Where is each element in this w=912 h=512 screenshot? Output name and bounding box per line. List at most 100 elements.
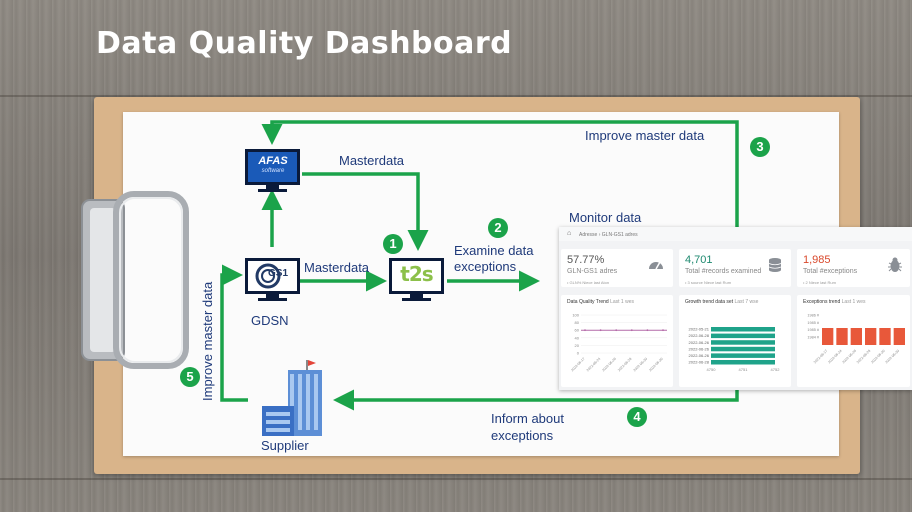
growth-bar xyxy=(711,340,775,345)
y-tick-label: 60 xyxy=(575,328,580,333)
step-badge-3: 3 xyxy=(750,137,770,157)
y-tick-label: 40 xyxy=(575,335,580,340)
chart-card-quality-trend: Data Quality Trend Last 1 wes 100 80 60 40 2… xyxy=(561,295,673,387)
t2s-monitor-icon xyxy=(389,258,444,301)
label-masterdata-mid: Masterdata xyxy=(304,260,370,275)
y-tick-label: 0 xyxy=(577,351,580,356)
page-title: Data Quality Dashboard xyxy=(96,26,513,61)
afas-logo-sub: software xyxy=(261,168,285,174)
exception-bar xyxy=(893,328,905,345)
afas-logo: AFAS xyxy=(258,155,288,167)
trend-point xyxy=(630,329,633,332)
kpi-card: 4,701 Total #records examined • 3 source… xyxy=(679,249,791,287)
step-badge-5: 5 xyxy=(180,367,200,387)
wood-plank-line xyxy=(0,478,912,480)
growth-bar xyxy=(711,333,775,339)
chart-title: Data Quality Trend Last 1 wes xyxy=(567,299,634,305)
chart-title: Growth trend data set Last 7 wse xyxy=(685,299,759,305)
breadcrumb: Adresse › GLN-GS1 adres xyxy=(579,232,638,238)
x-tick-label: 2022-06-30 xyxy=(648,357,664,373)
x-tick-label: 2022-06-26 xyxy=(601,357,617,373)
kpi-label: Total #exceptions xyxy=(803,268,858,275)
x-tick-label: 2022-06-24 xyxy=(827,349,843,365)
x-tick-label: 2022-06-28 xyxy=(856,349,872,365)
y-tick-label: 1986 # xyxy=(807,314,820,318)
step-badge-4: 4 xyxy=(627,407,647,427)
x-tick-label: 2022-06-24 xyxy=(586,357,602,373)
gs1-logo: GS1 xyxy=(268,268,289,279)
exceptions-trend-chart: 1986 #1985 #1985 #1984 #2022-06-172022-0… xyxy=(807,314,905,365)
label-monitor-data: Monitor data xyxy=(569,210,642,225)
kpi-card: 57.77% GLN-GS1 adres • GLN% Niece last A… xyxy=(561,249,673,287)
chart-card-exceptions-trend: Exceptions trend Last 1 wes 1986 # 1985 #… xyxy=(797,295,910,387)
kpi-value: 1,985 xyxy=(803,254,831,266)
label-examine-exceptions: exceptions xyxy=(454,259,517,274)
label-improve-master-data-top: Improve master data xyxy=(585,128,705,143)
t2s-logo: t2s xyxy=(400,262,433,286)
trend-point xyxy=(599,329,602,332)
exception-bar xyxy=(865,328,877,345)
bug-icon xyxy=(888,257,902,272)
growth-bar xyxy=(711,346,775,352)
y-tick-label: 100 xyxy=(572,313,579,318)
label-examine-data: Examine data xyxy=(454,243,534,258)
chart-card-growth-trend: Growth trend data set Last 7 wse 2022-05… xyxy=(679,295,791,387)
y-tick-label: 20 xyxy=(575,343,580,348)
growth-bar xyxy=(711,327,775,332)
kpi-card: 1,985 Total #exceptions • 2 Niece last R… xyxy=(797,249,910,287)
clipboard-clip-icon xyxy=(81,191,189,369)
database-icon xyxy=(768,258,782,272)
row-label: 2022-06-26 xyxy=(689,346,710,351)
gauge-icon xyxy=(649,261,663,270)
kpi-label: GLN-GS1 adres xyxy=(567,268,618,275)
growth-trend-chart: 2022-05-212022-06-282022-06-262022-06-26… xyxy=(689,327,781,372)
row-label: 2022-06-28 xyxy=(689,360,710,365)
exception-bar xyxy=(836,328,848,345)
gs1-monitor-icon xyxy=(245,258,300,301)
x-tick-label: 2022-06-17 xyxy=(570,357,586,373)
label-supplier: Supplier xyxy=(261,438,309,453)
y-tick-label: 80 xyxy=(575,320,580,325)
row-label: 2022-06-26 xyxy=(689,353,710,358)
supplier-building-icon xyxy=(262,360,322,436)
x-tick-label: 2022-06-30 xyxy=(870,349,886,365)
x-tick-label: 4750 xyxy=(707,367,717,372)
dashboard-screenshot: ⌂ Adresse › GLN-GS1 adres 57.77% GLN-GS1… xyxy=(559,227,912,390)
exception-bar xyxy=(879,328,891,345)
y-tick-label: 1985 # xyxy=(807,321,820,325)
kpi-label: Total #records examined xyxy=(685,268,762,275)
x-tick-label: 2022-06-28 xyxy=(617,357,633,373)
trend-point xyxy=(662,329,664,332)
kpi-footer: • 3 source Niece last Rum xyxy=(685,280,732,285)
x-tick-label: 2022-06-30 xyxy=(885,349,901,365)
trend-point xyxy=(646,329,649,332)
x-tick-label: 2022-06-17 xyxy=(813,349,829,365)
step-badge-1: 1 xyxy=(383,234,403,254)
label-gdsn: GDSN xyxy=(251,313,289,328)
step-badge-2: 2 xyxy=(488,218,508,238)
kpi-footer: • GLN% Niece last Aton xyxy=(567,280,610,285)
exception-bar xyxy=(822,328,834,345)
kpi-value: 57.77% xyxy=(567,254,605,266)
label-masterdata-top: Masterdata xyxy=(339,153,405,168)
kpi-footer: • 2 Niece last Rum xyxy=(803,280,836,285)
trend-point xyxy=(584,329,586,332)
row-label: 2022-06-28 xyxy=(689,333,710,338)
x-tick-label: 4752 xyxy=(771,367,781,372)
y-tick-label: 1985 # xyxy=(807,328,820,332)
kpi-value: 4,701 xyxy=(685,254,713,266)
exception-bar xyxy=(850,328,862,345)
home-icon: ⌂ xyxy=(567,230,572,237)
label-improve-master-data-left: Improve master data xyxy=(200,281,215,401)
x-tick-label: 2022-06-30 xyxy=(633,357,649,373)
label-inform-about: Inform about xyxy=(491,411,564,426)
x-tick-label: 4751 xyxy=(739,367,749,372)
chart-title: Exceptions trend Last 1 wes xyxy=(803,299,866,305)
growth-bar xyxy=(711,353,775,358)
afas-monitor-icon xyxy=(245,149,300,192)
wood-plank-line xyxy=(0,95,912,97)
dashboard-header xyxy=(559,227,912,241)
